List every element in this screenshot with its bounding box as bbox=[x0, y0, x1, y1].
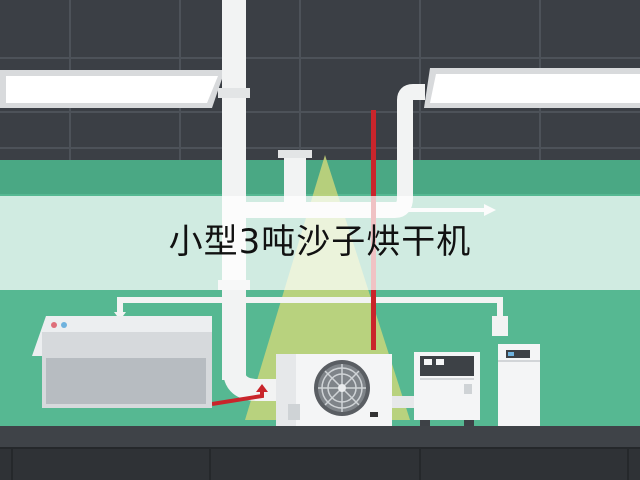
fan-icon bbox=[314, 360, 370, 416]
main-duct bbox=[222, 0, 246, 380]
connector-pipe bbox=[392, 396, 414, 408]
return-pipe bbox=[117, 297, 503, 318]
ceiling-grid bbox=[0, 0, 640, 160]
dryer-cabinet bbox=[414, 352, 480, 426]
chimney-pipe bbox=[284, 150, 306, 210]
fan-unit-badge bbox=[370, 412, 378, 417]
ceiling-light-right bbox=[424, 68, 640, 108]
control-cabinet bbox=[498, 344, 540, 426]
ceiling-light-left bbox=[0, 70, 225, 108]
left-unit bbox=[32, 316, 212, 408]
title-banner bbox=[0, 196, 640, 290]
banner-title: 小型3吨沙子烘干机 bbox=[168, 222, 472, 262]
